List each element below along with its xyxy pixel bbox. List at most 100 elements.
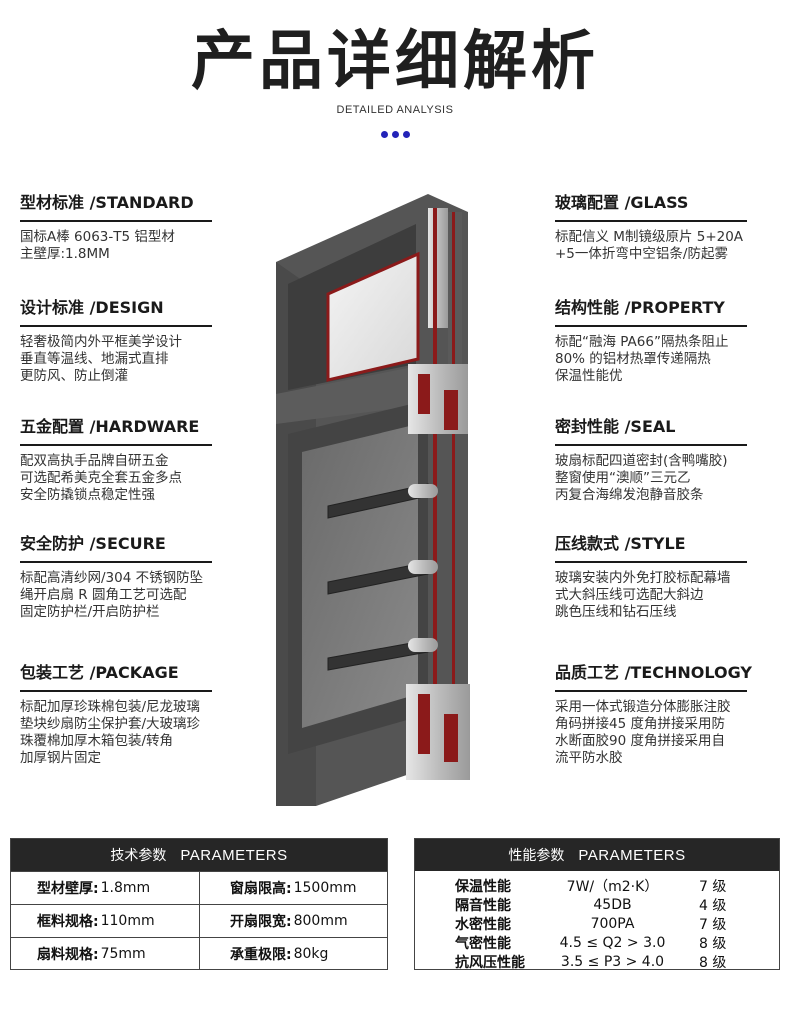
feature-property: 结构性能 /PROPERTY 标配“融海 PA66”隔热条阻止 80% 的铝材热…: [555, 297, 785, 385]
feature-line: 保温性能优: [555, 368, 623, 384]
feature-heading: 结构性能 /PROPERTY: [555, 298, 725, 317]
feature-line: 跳色压线和钻石压线: [555, 604, 677, 620]
param-label: 承重极限:: [230, 947, 292, 963]
divider: [20, 325, 212, 327]
feature-line: 绳开启扇 R 圆角工艺可选配: [20, 587, 187, 603]
param-value: 1.8mm: [100, 880, 151, 896]
table-title-en: PARAMETERS: [578, 846, 686, 864]
table-title-cn: 性能参数: [508, 848, 565, 864]
feature-line: 玻扇标配四道密封(含鸭嘴胶): [555, 453, 728, 469]
perf-grade: 8 级: [699, 954, 727, 971]
param-value: 75mm: [100, 946, 146, 962]
table-cell: 框料规格: 110mm: [11, 905, 199, 937]
perf-value: 7W/（m2·K）: [566, 878, 659, 895]
divider: [555, 444, 747, 446]
divider: [555, 325, 747, 327]
param-value: 110mm: [100, 913, 155, 929]
feature-line: +5一体折弯中空铝条/防起雾: [555, 246, 728, 262]
feature-heading: 型材标准 /STANDARD: [20, 193, 194, 212]
feature-line: 安全防撬锁点稳定性强: [20, 487, 155, 503]
feature-technology: 品质工艺 /TECHNOLOGY 采用一体式锻造分体膨胀注胶 角码拼接45 度角…: [555, 662, 785, 767]
perf-grade: 4 级: [699, 897, 727, 914]
feature-heading: 五金配置 /HARDWARE: [20, 417, 200, 436]
feature-line: 轻奢极简内外平框美学设计: [20, 334, 182, 350]
divider: [555, 561, 747, 563]
perf-value: 4.5 ≤ Q2 > 3.0: [559, 934, 666, 951]
table-row: 扇料规格: 75mm 承重极限: 80kg: [11, 937, 387, 970]
param-value: 800mm: [293, 913, 348, 929]
feature-line: 固定防护栏/开启防护栏: [20, 604, 160, 620]
feature-line: 式大斜压线可选配大斜边: [555, 587, 704, 603]
param-label: 型材壁厚:: [37, 881, 99, 897]
feature-heading: 品质工艺 /TECHNOLOGY: [555, 663, 752, 682]
feature-line: 可选配希美克全套五金多点: [20, 470, 182, 486]
feature-line: 流平防水胶: [555, 750, 623, 766]
feature-line: 主壁厚:1.8MM: [20, 246, 110, 262]
feature-line: 玻璃安装内外免打胶标配幕墙: [555, 570, 731, 586]
feature-heading: 玻璃配置 /GLASS: [555, 193, 689, 212]
perf-name: 气密性能: [455, 935, 511, 952]
table-cell: 开扇限宽: 800mm: [199, 905, 387, 937]
perf-name: 抗风压性能: [455, 954, 525, 971]
table-row: 隔音性能 45DB 4 级: [415, 895, 779, 914]
table-row: 保温性能 7W/（m2·K） 7 级: [415, 876, 779, 895]
feature-line: 80% 的铝材热罩传递隔热: [555, 351, 711, 367]
feature-line: 垫块纱扇防尘保护套/大玻璃珍: [20, 716, 201, 732]
feature-secure: 安全防护 /SECURE 标配高清纱网/304 不锈钢防坠 绳开启扇 R 圆角工…: [20, 533, 250, 621]
performance-parameters-table: 性能参数 PARAMETERS 保温性能 7W/（m2·K） 7 级 隔音性能 …: [414, 838, 780, 971]
perf-value: 700PA: [590, 915, 635, 932]
table-row: 气密性能 4.5 ≤ Q2 > 3.0 8 级: [415, 933, 779, 952]
feature-line: 配双高执手品牌自研五金: [20, 453, 169, 469]
feature-heading: 设计标准 /DESIGN: [20, 298, 164, 317]
perf-name: 隔音性能: [455, 897, 511, 914]
table-cell: 窗扇限高: 1500mm: [199, 872, 387, 904]
feature-line: 标配高清纱网/304 不锈钢防坠: [20, 570, 204, 586]
table-row: 抗风压性能 3.5 ≤ P3 > 4.0 8 级: [415, 952, 779, 971]
tech-parameters-table: 技术参数 PARAMETERS 型材壁厚: 1.8mm 窗扇限高: 1500mm…: [10, 838, 388, 970]
perf-name: 水密性能: [455, 916, 511, 933]
feature-glass: 玻璃配置 /GLASS 标配信义 M制镜级原片 5+20A +5一体折弯中空铝条…: [555, 192, 785, 263]
feature-line: 珠覆棉加厚木箱包装/转角: [20, 733, 174, 749]
feature-standard: 型材标准 /STANDARD 国标A棒 6063-T5 铝型材 主壁厚:1.8M…: [20, 192, 250, 263]
perf-grade: 7 级: [699, 878, 727, 895]
perf-grade: 7 级: [699, 916, 727, 933]
feature-heading: 安全防护 /SECURE: [20, 534, 166, 553]
divider: [555, 690, 747, 692]
page-subtitle: DETAILED ANALYSIS: [336, 104, 454, 116]
feature-line: 更防风、防止倒灌: [20, 368, 128, 384]
feature-line: 垂直等温线、地漏式直排: [20, 351, 169, 367]
table-cell: 扇料规格: 75mm: [11, 938, 199, 970]
divider: [555, 220, 747, 222]
feature-line: 角码拼接45 度角拼接采用防: [555, 716, 725, 732]
divider: [20, 444, 212, 446]
feature-line: 丙复合海绵发泡静音胶条: [555, 487, 704, 503]
table-header: 技术参数 PARAMETERS: [11, 839, 387, 871]
table-title-cn: 技术参数: [110, 848, 167, 864]
feature-heading: 压线款式 /STYLE: [555, 534, 686, 553]
feature-line: 标配加厚珍珠棉包装/尼龙玻璃: [20, 699, 201, 715]
table-header: 性能参数 PARAMETERS: [415, 839, 779, 871]
feature-design: 设计标准 /DESIGN 轻奢极简内外平框美学设计 垂直等温线、地漏式直排 更防…: [20, 297, 250, 385]
feature-heading: 密封性能 /SEAL: [555, 417, 676, 436]
divider: [20, 561, 212, 563]
feature-line: 标配信义 M制镜级原片 5+20A: [555, 229, 744, 245]
feature-package: 包装工艺 /PACKAGE 标配加厚珍珠棉包装/尼龙玻璃 垫块纱扇防尘保护套/大…: [20, 662, 250, 767]
divider: [20, 220, 212, 222]
divider: [20, 690, 212, 692]
page-title: 产品详细解析: [191, 25, 599, 99]
window-profile-illustration: [268, 194, 540, 806]
feature-line: 水断面胶90 度角拼接采用自: [555, 733, 725, 749]
param-value: 1500mm: [293, 880, 357, 896]
feature-hardware: 五金配置 /HARDWARE 配双高执手品牌自研五金 可选配希美克全套五金多点 …: [20, 416, 250, 504]
table-row: 水密性能 700PA 7 级: [415, 914, 779, 933]
feature-style: 压线款式 /STYLE 玻璃安装内外免打胶标配幕墙 式大斜压线可选配大斜边 跳色…: [555, 533, 785, 621]
table-cell: 承重极限: 80kg: [199, 938, 387, 970]
perf-name: 保温性能: [455, 878, 511, 895]
feature-heading: 包装工艺 /PACKAGE: [20, 663, 179, 682]
table-row: 框料规格: 110mm 开扇限宽: 800mm: [11, 904, 387, 937]
feature-line: 加厚钢片固定: [20, 750, 101, 766]
feature-seal: 密封性能 /SEAL 玻扇标配四道密封(含鸭嘴胶) 整窗使用“澳顺”三元乙 丙复…: [555, 416, 785, 504]
decorative-dots: [0, 131, 790, 138]
param-label: 窗扇限高:: [230, 881, 292, 897]
perf-value: 45DB: [593, 896, 632, 913]
